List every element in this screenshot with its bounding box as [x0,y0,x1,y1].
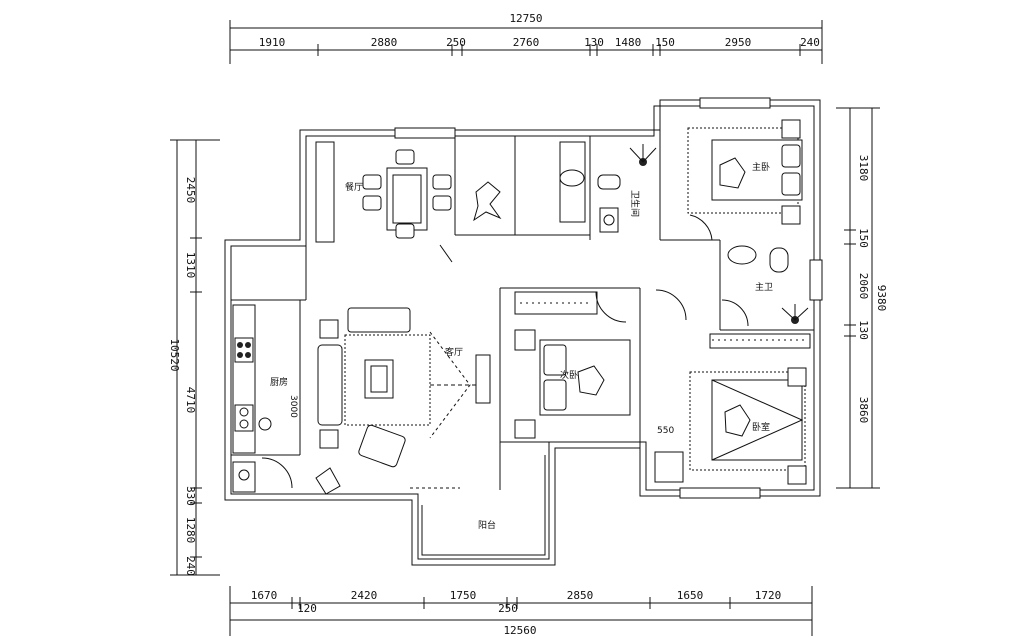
bottom-dim-8: 1720 [755,589,782,602]
sink-icon [234,404,254,432]
shower-icon-2 [781,304,809,324]
kitchen: 厨房 3000 [232,304,298,493]
bottom-total-dim: 12560 [503,624,536,637]
bottom-dim-4: 1750 [450,589,477,602]
pillow-icon [719,157,746,189]
side-table [319,319,339,339]
left-dim-4: 330 [184,486,197,506]
living-rug [344,334,431,426]
shower-icon [629,144,657,166]
loveseat [347,307,411,333]
top-dim-2: 2880 [371,36,398,49]
bottom-dim-6: 2850 [567,589,594,602]
left-total-dim: 10520 [168,338,181,371]
outer-walls [224,97,823,566]
balcony: 阳台 [478,519,496,531]
second-bathroom: 主卫 [721,245,809,327]
plant-icon [473,181,502,222]
sofa-width-note: 3000 [288,395,298,418]
washbasin-2 [727,245,757,265]
kitchen-stool [258,417,272,431]
pillow-icon-3 [724,404,751,437]
armchair [358,424,406,468]
right-dimension-chain: 3180 150 2060 130 3860 9380 [836,107,888,489]
balcony-label: 阳台 [478,519,496,531]
top-dim-7: 150 [655,36,675,49]
pillow-icon-2 [577,365,605,396]
sofa [317,344,343,426]
top-total-dim: 12750 [509,12,542,25]
washbasin [559,169,585,187]
top-dim-4: 2760 [513,36,540,49]
left-dim-6: 240 [184,556,197,576]
top-dim-1: 1910 [259,36,286,49]
fridge [232,461,256,493]
master-bedroom-label: 主卧 [752,161,770,173]
right-dim-4: 130 [857,320,870,340]
top-dimension-chain: 12750 1910 2880 250 2760 130 1480 150 29… [229,12,823,64]
left-dimension-chain: 2450 1310 4710 330 1280 240 10520 [168,139,220,576]
stove-icon [234,337,254,363]
dining-cabinet [315,141,335,243]
dining-label: 餐厅 [345,181,363,193]
right-dim-5: 3860 [857,397,870,424]
bottom-dim-7: 1650 [677,589,704,602]
dining-chairs [362,149,452,239]
right-dim-2: 150 [857,228,870,248]
interior-walls [231,106,814,490]
left-dim-2: 1310 [184,252,197,279]
left-dim-1: 2450 [184,177,197,204]
third-bedroom: 卧室 550 [654,289,811,485]
nightstand [781,119,801,139]
bathroom-label: 卫生间 [629,190,641,217]
third-bed [711,379,803,461]
study-room [473,136,516,235]
toilet-icon-2 [769,247,789,273]
third-bedroom-label: 卧室 [752,421,770,433]
left-dim-5: 1280 [184,517,197,544]
top-dim-5: 130 [584,36,604,49]
bottom-dim-2: 120 [297,602,317,615]
top-dim-8: 2950 [725,36,752,49]
master-bedroom: 主卧 [687,119,803,241]
top-dim-6: 1480 [615,36,642,49]
bottom-dim-5: 250 [498,602,518,615]
main-bathroom: 卫生间 [559,141,657,233]
tv-cabinet [475,354,491,404]
dining-area: 餐厅 [315,141,453,263]
second-bedroom-label: 次卧 [560,369,578,381]
bottom-dim-3: 2420 [351,589,378,602]
living-room: 客厅 [315,307,491,495]
top-dim-3: 250 [446,36,466,49]
right-dim-3: 2060 [857,273,870,300]
second-bathroom-label: 主卫 [755,281,773,293]
wardrobe-gap-note: 550 [657,426,674,436]
left-dim-3: 4710 [184,387,197,414]
kitchen-label: 厨房 [270,376,288,388]
top-dim-9: 240 [800,36,820,49]
toilet-icon [597,174,621,190]
bottom-dim-1: 1670 [251,589,278,602]
living-label: 客厅 [445,346,463,358]
second-bedroom: 次卧 [514,291,631,439]
right-total-dim: 9380 [875,285,888,312]
desk-chair [654,451,684,483]
bottom-dimension-chain: 1670 120 2420 1750 250 2850 1650 1720 12… [229,586,813,637]
sink-small [599,207,619,233]
right-dim-1: 3180 [857,155,870,182]
